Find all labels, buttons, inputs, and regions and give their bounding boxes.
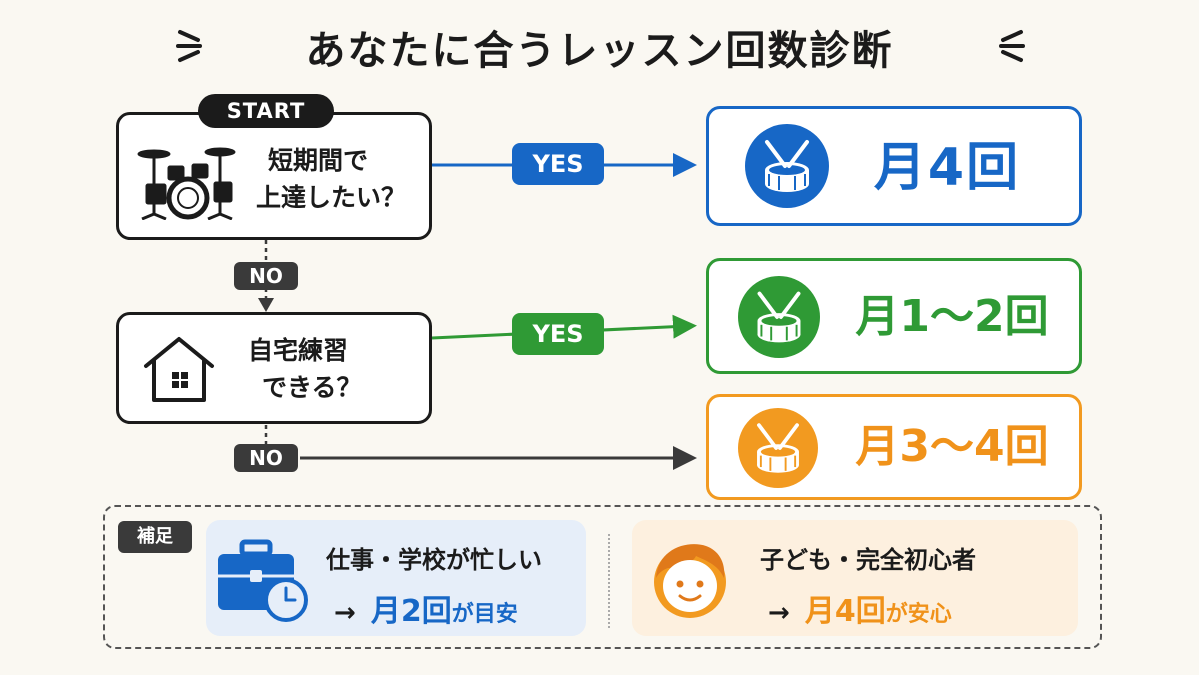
supplement-card-beginner-suffix: が安心 <box>885 602 952 627</box>
supplement-panel <box>103 505 1102 649</box>
snare-drum-icon <box>745 124 829 208</box>
question-1-line1: 短期間で <box>268 146 369 175</box>
supplement-card-beginner-emph: 月4回 <box>804 594 886 629</box>
supplement-card-busy-line2: → 月2回が目安 <box>334 586 518 630</box>
page-title: あなたに合うレッスン回数診断 <box>305 28 894 74</box>
connector-q1-no-arrowhead <box>258 298 274 312</box>
supplement-card-busy-suffix: が目安 <box>451 602 518 627</box>
result-1-label: 月4回 <box>873 138 1021 198</box>
question-1-line2: 上達したい？ <box>256 183 407 212</box>
snare-drum-icon <box>738 276 820 358</box>
supplement-divider <box>608 534 610 628</box>
house-icon <box>144 337 214 402</box>
supplement-card-busy-line1: 仕事・学校が忙しい <box>326 546 542 574</box>
child-face-icon <box>654 544 726 618</box>
question-2-box <box>116 312 432 424</box>
question-2-line2: できる？ <box>262 373 362 402</box>
arrow-icon: → <box>768 598 790 628</box>
result-3-label: 月3〜4回 <box>855 421 1049 472</box>
question-2-line1: 自宅練習 <box>248 336 349 365</box>
supplement-tag: 補足 <box>118 521 192 553</box>
question-2-text: 自宅練習 できる？ <box>248 332 362 406</box>
supplement-card-busy-emph: 月2回 <box>370 594 452 629</box>
supplement-card-beginner-line1: 子ども・完全初心者 <box>760 546 976 574</box>
sparkle-left-icon <box>176 30 202 62</box>
snare-drum-icon <box>738 408 818 488</box>
q1-no-pill: NO <box>234 262 298 290</box>
supplement-card-beginner-line2: → 月4回が安心 <box>768 586 952 630</box>
sparkle-right-icon <box>999 30 1025 62</box>
result-2-label: 月1〜2回 <box>855 291 1049 342</box>
arrow-icon: → <box>334 598 356 628</box>
briefcase-clock-icon <box>218 539 308 622</box>
q2-yes-pill: YES <box>512 313 604 355</box>
drum-kit-icon <box>137 147 236 220</box>
q1-yes-pill: YES <box>512 143 604 185</box>
start-badge: START <box>198 94 334 128</box>
question-1-text: 短期間で 上達したい？ <box>256 142 406 216</box>
q2-no-pill: NO <box>234 444 298 472</box>
